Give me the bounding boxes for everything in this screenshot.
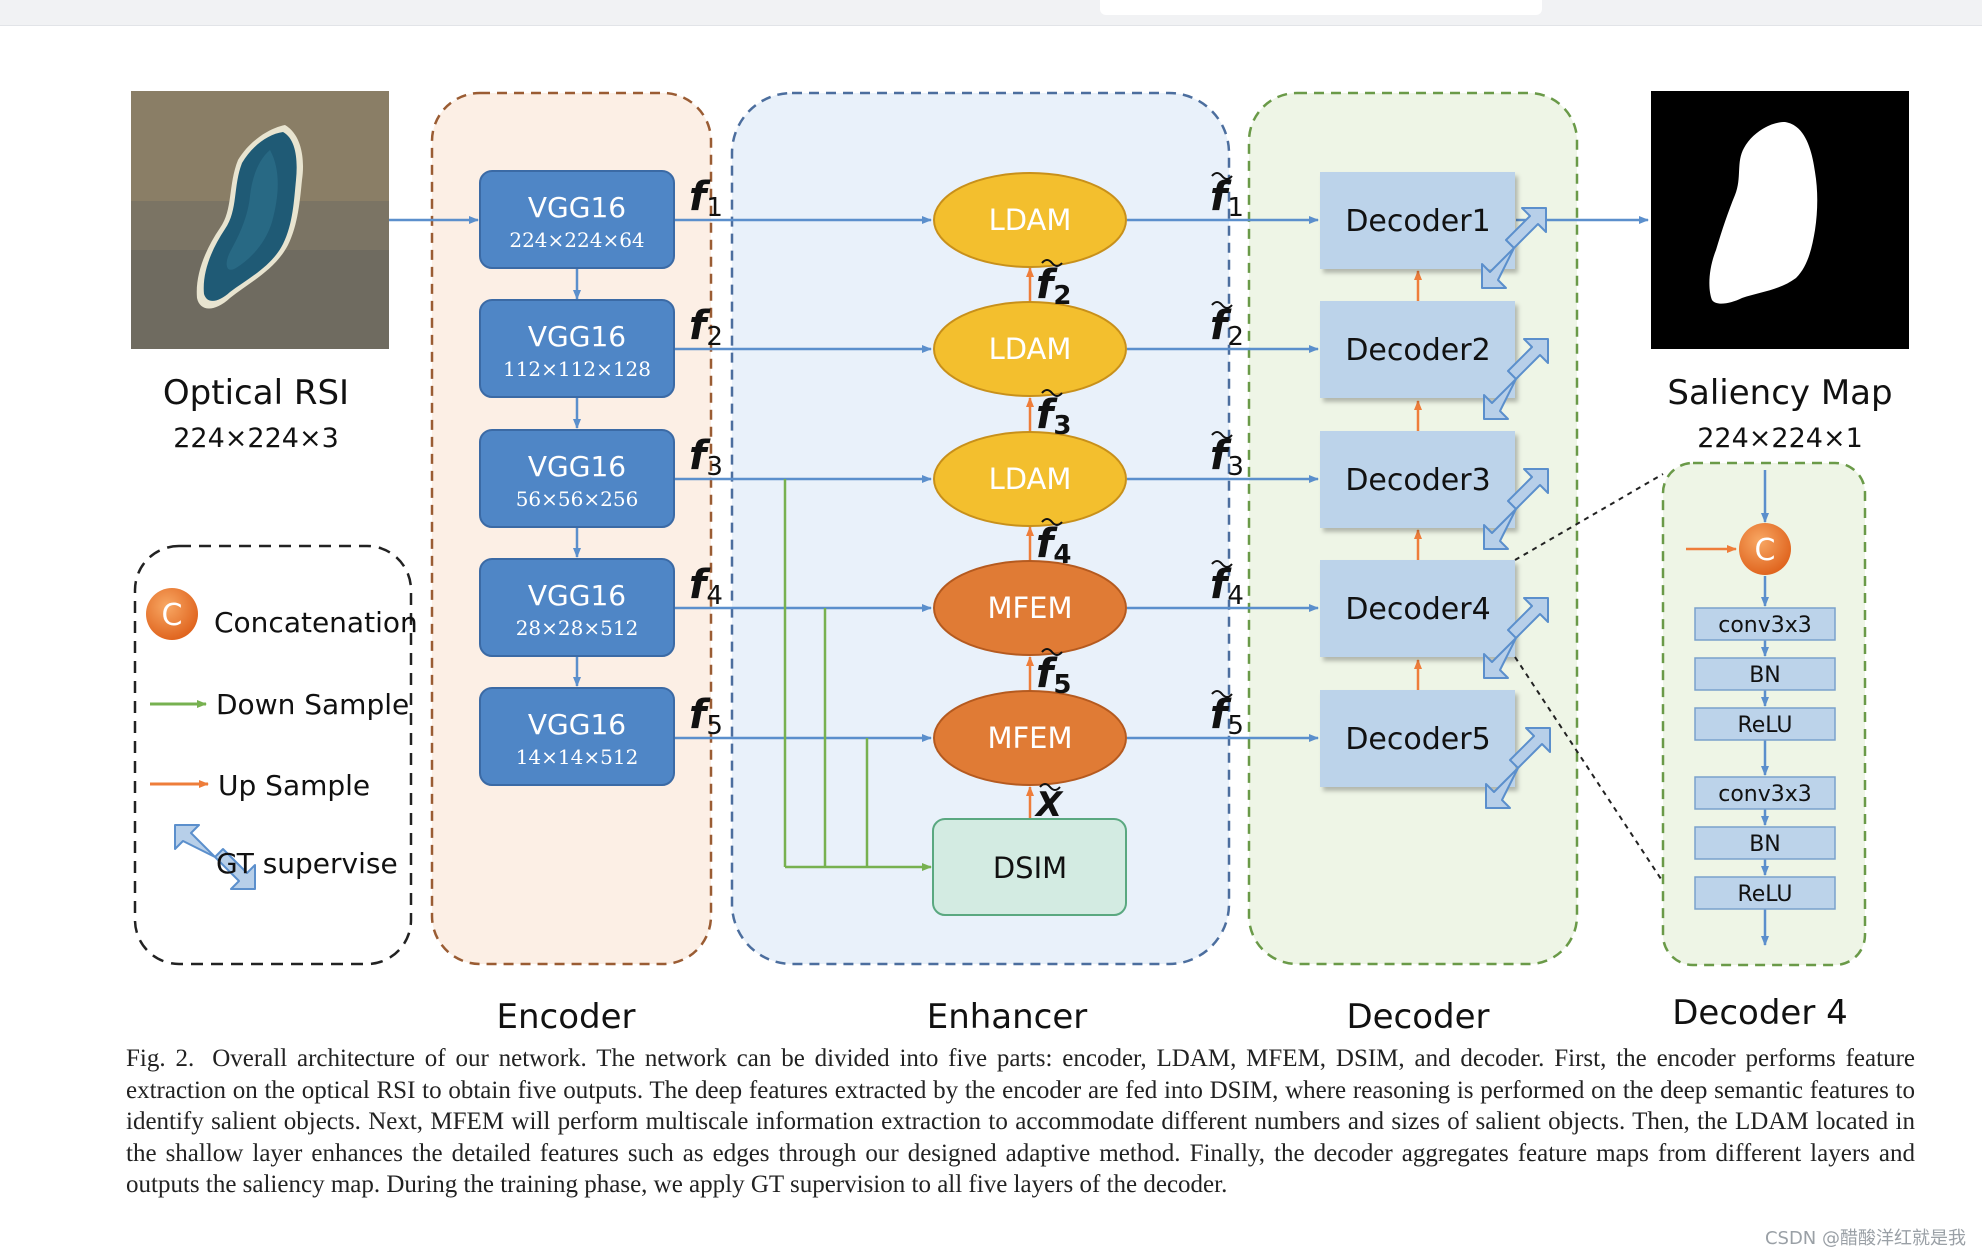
vgg-block-size: 14×14×512 (516, 745, 639, 769)
decoder-block-label: Decoder1 (1345, 204, 1490, 239)
decoder-block-3: Decoder3 (1320, 431, 1515, 528)
vgg-block-1: VGG16 224×224×64 (479, 170, 675, 269)
layer-label: ReLU (1737, 882, 1792, 907)
vgg-block-4: VGG16 28×28×512 (479, 558, 675, 657)
layer-label: BN (1749, 832, 1781, 857)
feature-label-f3: f3 (689, 433, 723, 482)
layer-label: conv3x3 (1718, 782, 1812, 807)
legend-down-sample: Down Sample (150, 688, 409, 721)
module-label: LDAM (989, 462, 1072, 496)
vgg-block-name: VGG16 (528, 708, 626, 741)
vgg-block-name: VGG16 (528, 450, 626, 483)
legend-gt-supervise: GT supervise (174, 824, 398, 890)
decoder-block-1: Decoder1 (1320, 172, 1515, 269)
vgg-block-name: VGG16 (528, 320, 626, 353)
decoder-title: Decoder (1346, 997, 1489, 1037)
decoder-input-f2: f2 (1210, 303, 1244, 352)
vgg-block-size: 56×56×256 (516, 487, 639, 511)
vgg-block-size: 112×112×128 (503, 357, 651, 381)
figure-caption: Fig. 2.Overall architecture of our netwo… (126, 1043, 1915, 1201)
legend-panel (133, 544, 413, 966)
vgg-block-name: VGG16 (528, 579, 626, 612)
mfem-module-1: MFEM (933, 560, 1127, 656)
decoder-block-label: Decoder4 (1345, 592, 1490, 627)
legend-label: Up Sample (218, 769, 370, 802)
vgg-block-name: VGG16 (528, 191, 626, 224)
watermark: CSDN @醋酸洋红就是我 (1764, 1228, 1966, 1249)
decoder-block-label: Decoder5 (1345, 722, 1490, 757)
encoder-title: Encoder (496, 997, 635, 1037)
module-label: LDAM (989, 332, 1072, 366)
decoder-block-label: Decoder3 (1345, 463, 1490, 498)
ldam-module-2: LDAM (933, 301, 1127, 397)
ldam-module-1: LDAM (933, 172, 1127, 268)
layer-label: conv3x3 (1718, 613, 1812, 638)
decoder-block-4: Decoder4 (1320, 560, 1515, 657)
x-label: X (1034, 785, 1064, 825)
caption-text: Overall architecture of our network. The… (126, 1045, 1915, 1198)
enhancer-title: Enhancer (927, 997, 1088, 1037)
dsim-module: DSIM (932, 818, 1127, 916)
mfem-module-2: MFEM (933, 690, 1127, 786)
saliency-map-image (1651, 91, 1909, 349)
vgg-block-size: 28×28×512 (516, 616, 639, 640)
vgg-block-2: VGG16 112×112×128 (479, 299, 675, 398)
vgg-block-3: VGG16 56×56×256 (479, 429, 675, 528)
layer-relu-2 (1694, 876, 1836, 910)
ldam-module-3: LDAM (933, 431, 1127, 527)
decoder-input-f1: f1 (1210, 174, 1244, 223)
decoder-input-f3: f3 (1210, 433, 1244, 482)
optical-rsi-image (131, 91, 389, 349)
vgg-block-5: VGG16 14×14×512 (479, 687, 675, 786)
legend-label: Down Sample (216, 688, 409, 721)
feature-label-f2: f2 (689, 303, 723, 352)
feature-label-f4: f4 (689, 562, 723, 611)
layer-relu-1 (1694, 707, 1836, 741)
decoder-input-f5: f5 (1210, 692, 1244, 741)
decoder4-detail-title: Decoder 4 (1672, 993, 1848, 1033)
figure-label: Fig. 2. (126, 1045, 195, 1072)
legend-concat-symbol: C (162, 598, 183, 633)
module-label: LDAM (989, 203, 1072, 237)
concat-icon (146, 588, 198, 640)
module-label: MFEM (987, 721, 1072, 755)
layer-conv3x3-1 (1694, 607, 1836, 641)
decoder-input-f4: f4 (1210, 562, 1244, 611)
layer-label: BN (1749, 663, 1781, 688)
legend-concatenation: C Concatenation (146, 588, 418, 640)
layer-conv3x3-2 (1694, 776, 1836, 810)
layer-bn-2 (1694, 826, 1836, 860)
layer-label: ReLU (1737, 713, 1792, 738)
concat-symbol: C (1755, 533, 1776, 568)
module-label: MFEM (987, 591, 1072, 625)
decoder-block-5: Decoder5 (1320, 690, 1515, 787)
layer-bn-1 (1694, 657, 1836, 691)
optical-rsi-label: Optical RSI (163, 373, 349, 413)
module-label: DSIM (993, 851, 1067, 885)
legend-label: Concatenation (214, 606, 418, 639)
vgg-block-size: 224×224×64 (509, 228, 644, 252)
architecture-diagram: Optical RSI 224×224×3 Saliency Map 224×2… (131, 91, 1909, 1037)
saliency-map-label: Saliency Map (1667, 373, 1892, 413)
feature-label-f1: f1 (689, 174, 723, 223)
feature-label-f5: f5 (689, 692, 723, 741)
browser-top-bar (0, 0, 1982, 26)
legend-up-sample: Up Sample (150, 769, 370, 802)
address-bar[interactable] (1100, 0, 1542, 15)
concat-node: C (1739, 523, 1791, 575)
optical-rsi-size: 224×224×3 (173, 423, 339, 454)
decoder-block-label: Decoder2 (1345, 333, 1490, 368)
decoder-block-2: Decoder2 (1320, 301, 1515, 398)
saliency-map-size: 224×224×1 (1697, 423, 1863, 454)
legend-label: GT supervise (216, 847, 398, 880)
